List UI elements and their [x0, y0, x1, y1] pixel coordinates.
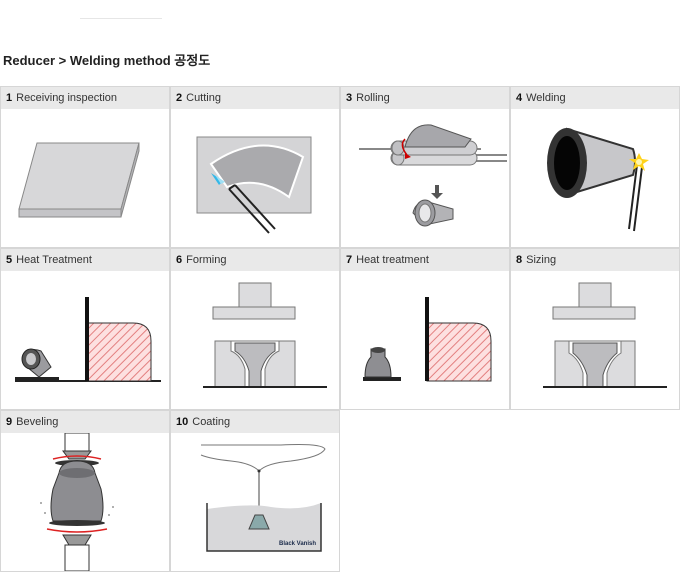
sizing-press-illustration — [543, 282, 667, 388]
step-number: 6 — [176, 254, 183, 266]
step-number: 8 — [516, 254, 523, 266]
step-label: Sizing — [526, 254, 557, 266]
beveling-illustration — [40, 433, 114, 571]
steel-plate-illustration — [18, 142, 140, 218]
step-number: 7 — [346, 254, 353, 266]
page-title: Reducer > Welding method 공정도 — [3, 53, 211, 68]
step-label: Heat Treatment — [16, 254, 92, 266]
furnace-illustration — [363, 297, 492, 382]
step-number: 3 — [346, 92, 353, 104]
step-label: Cutting — [186, 92, 221, 104]
step-number: 10 — [176, 416, 189, 428]
step-label: Forming — [186, 254, 227, 266]
step-number: 1 — [6, 92, 13, 104]
step-number: 2 — [176, 92, 183, 104]
top-divider — [80, 18, 162, 19]
furnace-illustration — [15, 297, 161, 382]
welding-illustration — [547, 127, 649, 232]
rolling-illustration — [359, 124, 507, 227]
step-number: 4 — [516, 92, 523, 104]
step-number: 5 — [6, 254, 13, 266]
step-label: Coating — [192, 416, 231, 428]
step-number: 9 — [6, 416, 13, 428]
step-label: Rolling — [356, 92, 390, 104]
coating-tank-illustration: Black Vanish — [200, 444, 326, 552]
cutting-illustration — [196, 136, 312, 234]
forming-press-illustration — [203, 282, 327, 388]
step-label: Heat treatment — [356, 254, 429, 266]
step-label: Beveling — [16, 416, 59, 428]
step-label: Receiving inspection — [16, 92, 118, 104]
step-label: Welding — [526, 92, 566, 104]
tank-label: Black Vanish — [279, 541, 316, 547]
